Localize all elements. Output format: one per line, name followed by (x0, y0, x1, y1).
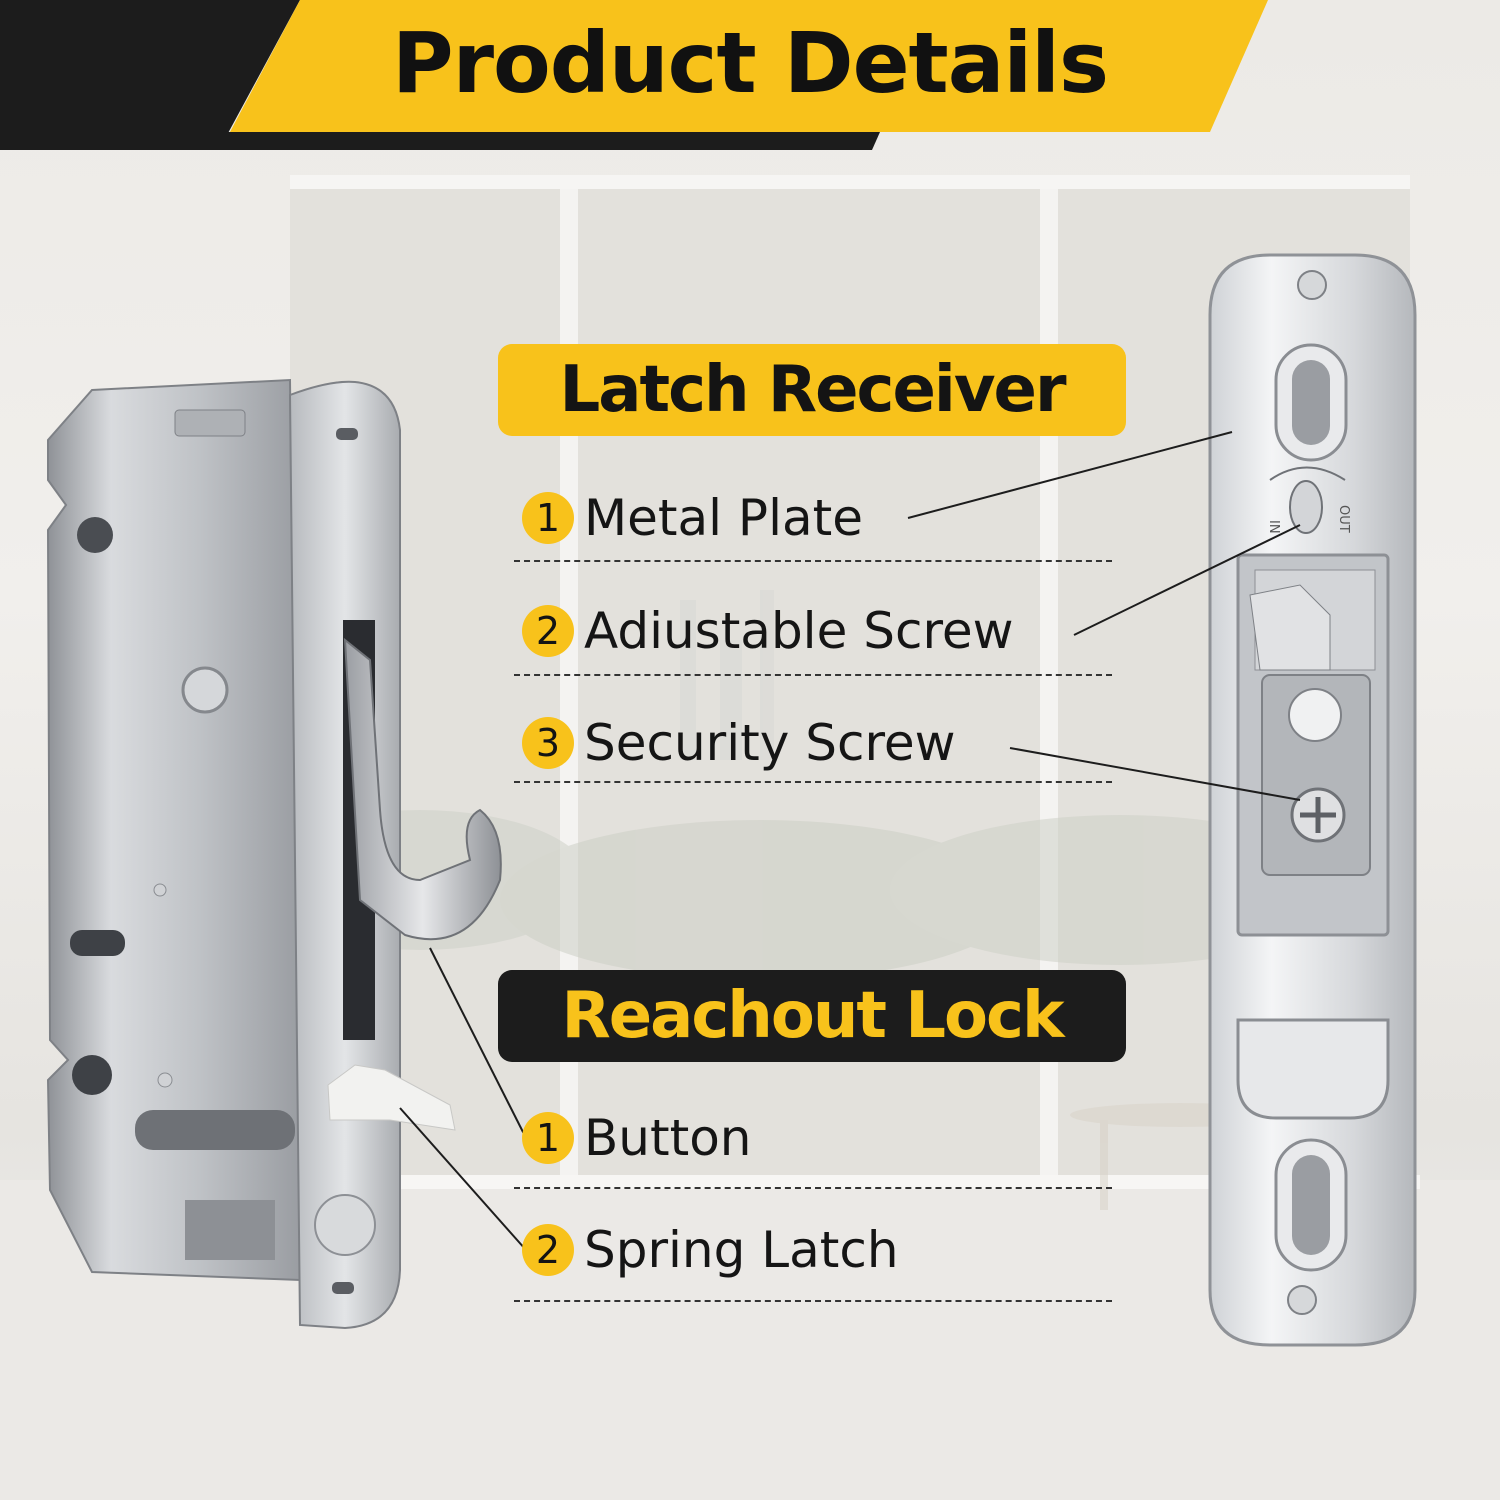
divider (514, 1300, 1112, 1302)
number-badge: 1 (522, 492, 574, 544)
divider (514, 1187, 1112, 1189)
divider (514, 781, 1112, 783)
item-label: Spring Latch (584, 1221, 899, 1279)
reachout-lock-heading: Reachout Lock (498, 970, 1126, 1062)
item-label: Adiustable Screw (584, 602, 1014, 660)
leader-line-spring-latch (399, 1107, 527, 1251)
latch-receiver-item-security-screw: 3 Security Screw (522, 714, 956, 772)
leader-line-button (429, 947, 527, 1139)
latch-receiver-item-adjustable-screw: 2 Adiustable Screw (522, 602, 1014, 660)
number-badge: 3 (522, 717, 574, 769)
header-banner-dark-base (0, 132, 880, 150)
page-title: Product Details (392, 14, 1109, 112)
item-label: Security Screw (584, 714, 956, 772)
divider (514, 674, 1112, 676)
reachout-lock-image (46, 378, 502, 1330)
latch-receiver-heading: Latch Receiver (498, 344, 1126, 436)
leader-lines (399, 431, 1301, 1251)
item-label: Metal Plate (584, 489, 863, 547)
header-banner-dark (0, 0, 300, 148)
leader-line-security-screw (1009, 747, 1301, 801)
reachout-lock-item-spring-latch: 2 Spring Latch (522, 1221, 899, 1279)
number-badge: 2 (522, 605, 574, 657)
leader-line-adjustable-screw (1073, 524, 1301, 636)
divider (514, 560, 1112, 562)
reachout-lock-item-button: 1 Button (522, 1109, 752, 1167)
latch-receiver-image (1208, 253, 1417, 1347)
item-label: Button (584, 1109, 752, 1167)
header-banner-yellow-stripe (230, 0, 1268, 132)
plate-marking-in: IN (1266, 520, 1281, 534)
latch-receiver-item-metal-plate: 1 Metal Plate (522, 489, 863, 547)
leader-line-metal-plate (907, 431, 1233, 519)
number-badge: 2 (522, 1224, 574, 1276)
plate-marking-out: OUT (1336, 505, 1351, 533)
number-badge: 1 (522, 1112, 574, 1164)
